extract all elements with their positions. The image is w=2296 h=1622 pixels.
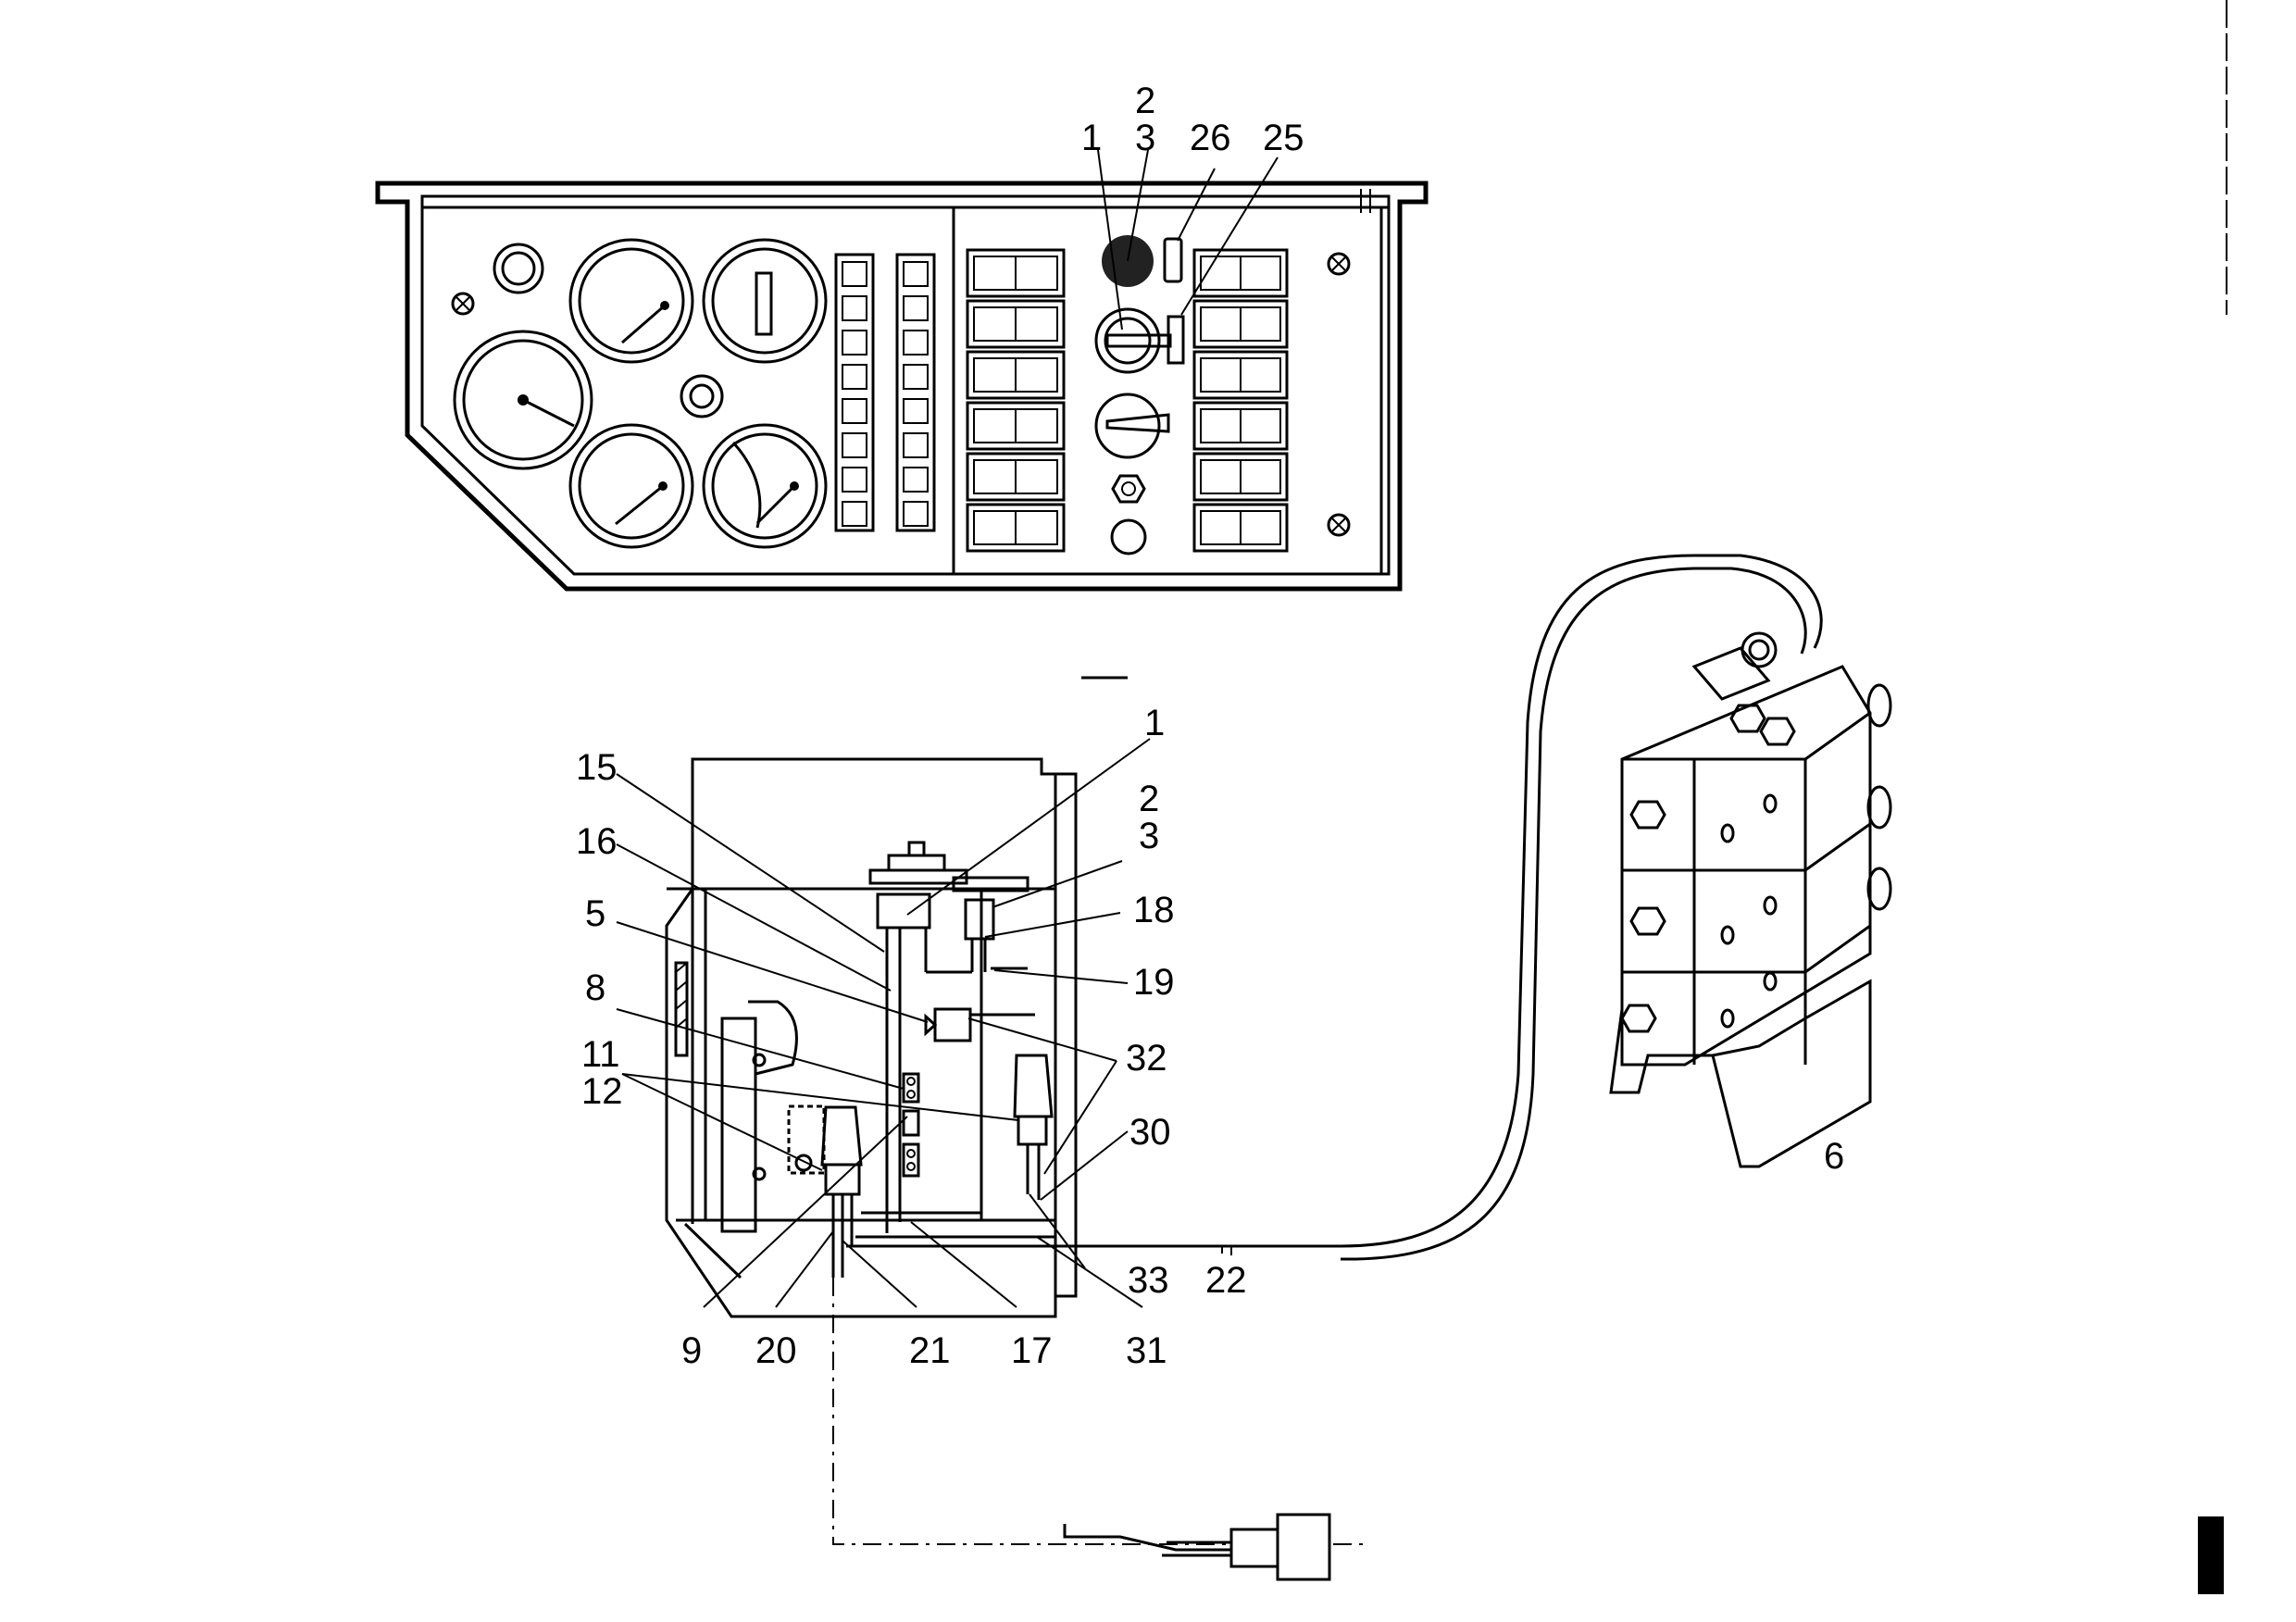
bolt-icon xyxy=(1629,906,1666,936)
callout-21: 21 xyxy=(909,1330,951,1371)
switch-icon xyxy=(1192,401,1289,451)
bolt-icon xyxy=(1629,800,1666,830)
wiring-harness xyxy=(832,1278,1370,1581)
callout-16: 16 xyxy=(576,821,618,862)
callout-1: 1 xyxy=(1081,118,1102,158)
callout-1: 1 xyxy=(1144,703,1165,743)
lamp-column-left xyxy=(834,253,875,532)
callout-2: 2 xyxy=(1135,81,1155,121)
callout-25: 25 xyxy=(1263,118,1304,158)
callout-2: 2 xyxy=(1139,779,1159,819)
valve-housing xyxy=(665,757,1341,1318)
pressure-switch-icon xyxy=(1013,1054,1054,1200)
bolt-icon xyxy=(1327,513,1351,537)
gauge-icon xyxy=(568,238,694,364)
callout-18: 18 xyxy=(1133,890,1175,930)
callout-6: 6 xyxy=(1824,1136,1844,1177)
callout-11: 11 xyxy=(581,1034,620,1075)
leader-lines xyxy=(616,149,1279,1308)
switch-icon xyxy=(1192,350,1289,400)
gauge-icon xyxy=(568,423,694,549)
pressure-switch-icon xyxy=(820,1105,863,1246)
switch-icon xyxy=(1192,452,1289,502)
callout-labels: 1 2 3 26 25 1 2 3 15 16 5 18 19 8 32 11 … xyxy=(576,81,1844,1371)
switch-icon xyxy=(1192,248,1289,298)
solenoid-valve-icon xyxy=(924,1007,1035,1213)
callout-17: 17 xyxy=(1011,1330,1053,1371)
callout-9: 9 xyxy=(681,1330,702,1371)
callout-33: 33 xyxy=(1128,1260,1169,1301)
bolt-icon xyxy=(451,292,475,316)
callout-19: 19 xyxy=(1133,962,1175,1003)
switch-icon xyxy=(966,401,1066,451)
switch-icon xyxy=(1192,299,1289,349)
gauge-icon xyxy=(702,423,828,549)
bolt-icon xyxy=(1620,1004,1657,1033)
air-hose xyxy=(1340,554,1823,1248)
callout-30: 30 xyxy=(1129,1112,1171,1153)
callout-8: 8 xyxy=(585,967,605,1008)
callout-32: 32 xyxy=(1126,1038,1167,1079)
gauge-icon xyxy=(702,238,828,364)
callout-20: 20 xyxy=(755,1330,797,1371)
callout-22: 22 xyxy=(1205,1260,1247,1301)
connector-icon xyxy=(1229,1513,1331,1581)
nut-icon xyxy=(1111,474,1146,504)
bolt-icon xyxy=(1327,252,1351,276)
switch-icon xyxy=(1192,503,1289,553)
lamp-column-right xyxy=(895,253,936,532)
switch-icon xyxy=(966,503,1066,553)
switch-icon xyxy=(966,350,1066,400)
callout-3: 3 xyxy=(1139,816,1159,856)
rotary-knob-icon xyxy=(1094,393,1170,459)
callout-31: 31 xyxy=(1126,1330,1167,1371)
switch-icon xyxy=(966,452,1066,502)
callout-26: 26 xyxy=(1190,118,1231,158)
callout-15: 15 xyxy=(576,747,618,788)
callout-12: 12 xyxy=(581,1071,623,1112)
switch-icon xyxy=(966,299,1066,349)
key-switch-icon xyxy=(1094,307,1185,374)
gauge-icon xyxy=(453,330,593,470)
valve-block xyxy=(1609,631,1892,1168)
callout-3: 3 xyxy=(1135,118,1155,158)
instrument-panel xyxy=(375,181,1429,592)
callout-5: 5 xyxy=(585,893,605,934)
switch-icon xyxy=(966,248,1066,298)
